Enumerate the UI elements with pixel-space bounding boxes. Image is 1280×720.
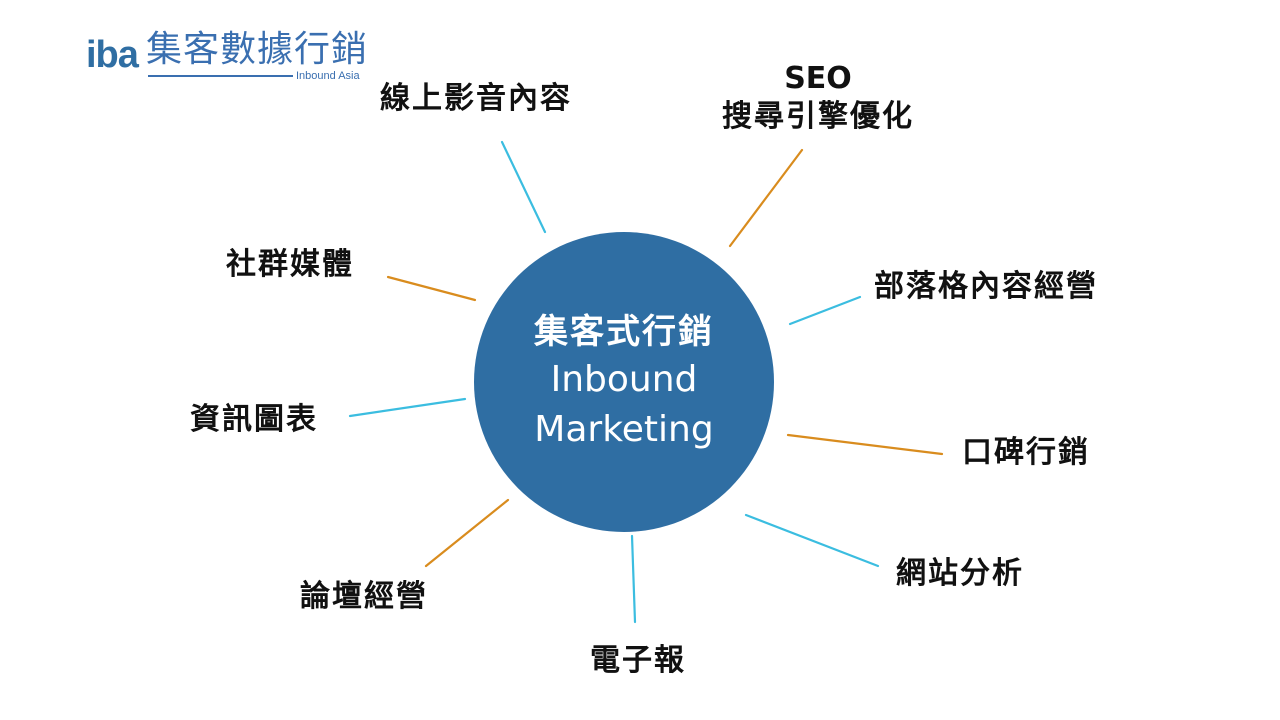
spoke-video <box>500 140 547 234</box>
node-web-analytics: 網站分析 <box>896 556 1024 591</box>
node-online-video: 線上影音內容 <box>380 81 572 116</box>
node-seo-chinese: 搜尋引擎優化 <box>722 99 914 134</box>
logo-chinese-name: 集客數據行銷 <box>146 29 369 70</box>
logo-mark: iba <box>86 34 139 76</box>
logo-underline <box>148 75 293 77</box>
node-infographic: 資訊圖表 <box>190 402 318 437</box>
center-node: 集客式行銷 Inbound Marketing <box>474 232 774 532</box>
node-blog: 部落格內容經營 <box>874 269 1098 304</box>
node-forum: 論壇經營 <box>300 579 428 614</box>
spoke-social <box>386 275 477 302</box>
center-title: 集客式行銷 <box>534 312 714 352</box>
node-seo: SEO 搜尋引擎優化 <box>708 60 928 136</box>
spoke-analytics <box>744 513 880 568</box>
spoke-infographic <box>348 397 467 418</box>
logo-english-name: Inbound Asia <box>296 70 360 82</box>
node-newsletter: 電子報 <box>590 643 686 678</box>
spoke-forum <box>424 498 510 568</box>
brand-logo: iba 集客數據行銷 Inbound Asia <box>86 28 376 88</box>
spoke-blog <box>788 295 862 326</box>
node-seo-english: SEO <box>784 61 852 96</box>
spoke-wom <box>786 433 944 456</box>
center-english-line1: Inbound <box>550 359 698 400</box>
node-social-media: 社群媒體 <box>226 247 354 282</box>
center-english-line2: Marketing <box>534 409 714 450</box>
node-word-of-mouth: 口碑行銷 <box>962 435 1090 470</box>
spoke-newsletter <box>630 534 637 624</box>
spoke-seo <box>728 148 804 248</box>
